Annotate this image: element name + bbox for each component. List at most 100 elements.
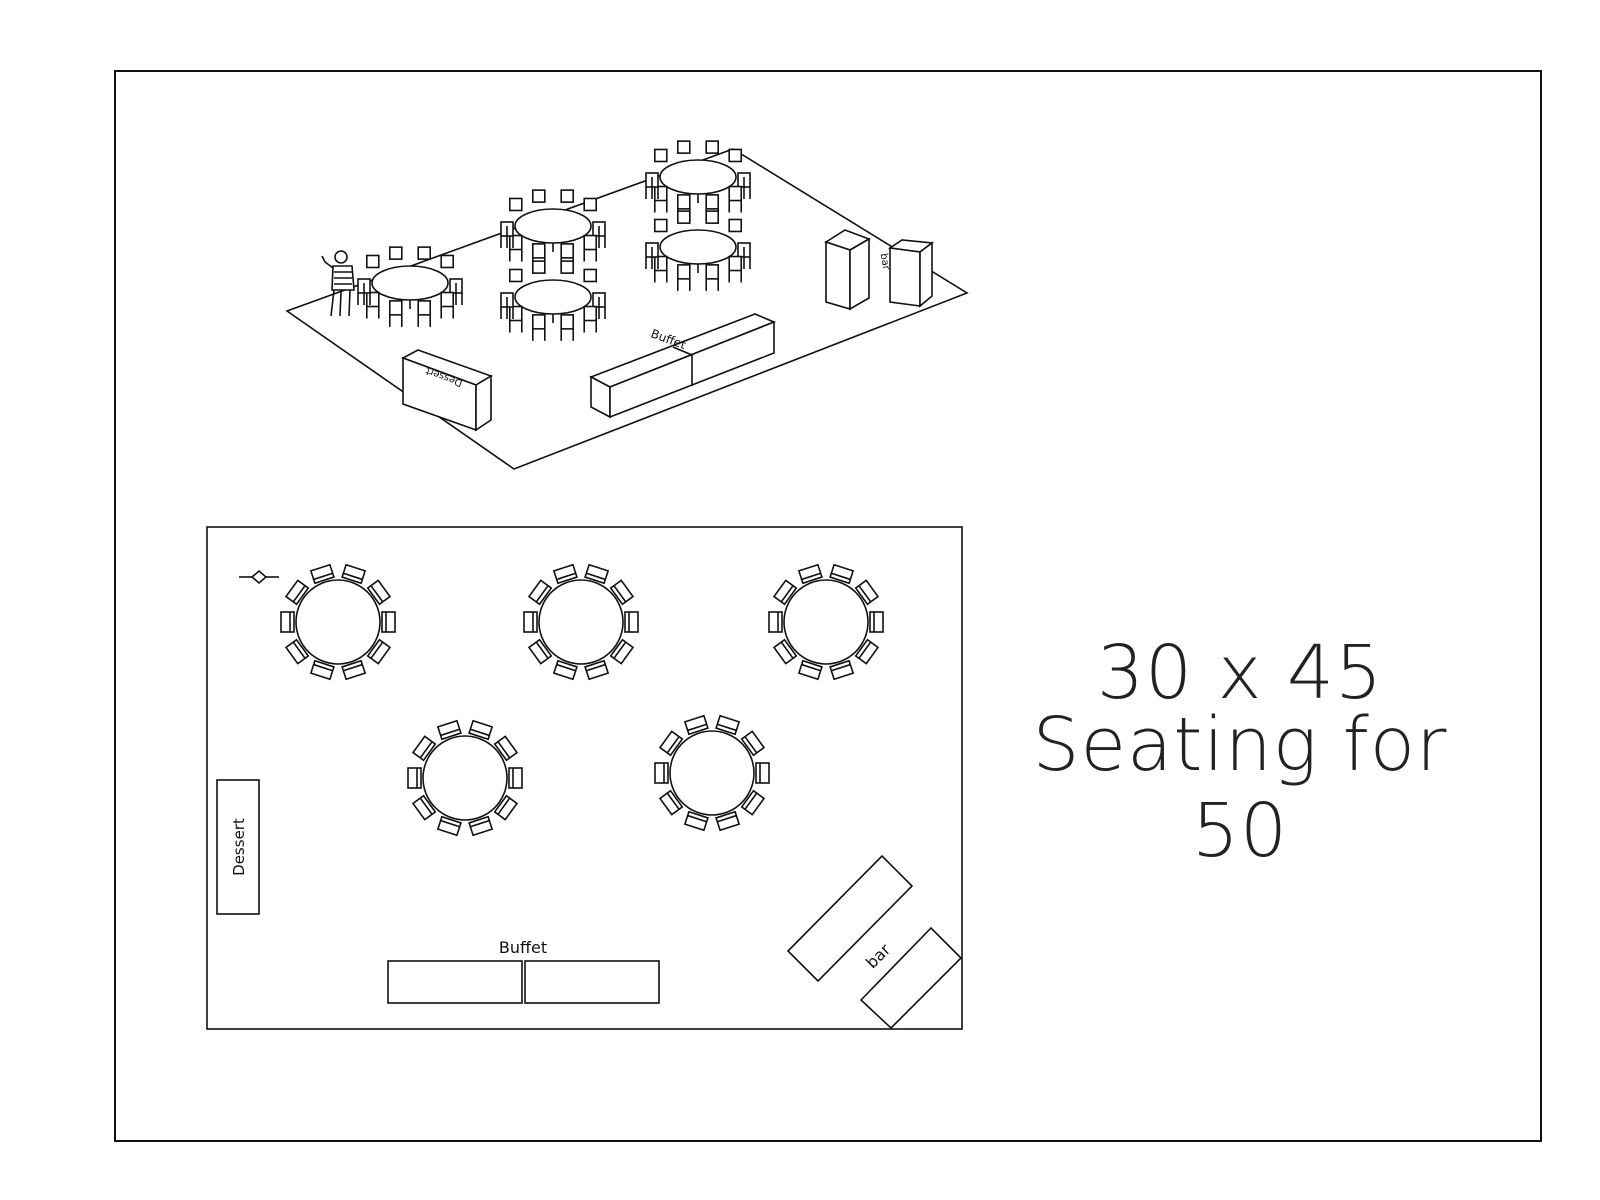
chair bbox=[715, 810, 741, 832]
table-top bbox=[422, 735, 508, 821]
chair bbox=[468, 719, 494, 741]
chair bbox=[411, 794, 437, 821]
chair bbox=[676, 264, 691, 280]
chair bbox=[436, 719, 462, 741]
chair bbox=[728, 148, 743, 163]
table-top bbox=[295, 579, 381, 665]
chair bbox=[341, 563, 367, 585]
chair bbox=[653, 255, 668, 272]
chair bbox=[584, 563, 610, 585]
chair bbox=[508, 234, 523, 251]
chair bbox=[365, 291, 380, 308]
plan-round-table bbox=[768, 563, 884, 681]
chair bbox=[341, 659, 367, 681]
chair bbox=[280, 611, 295, 633]
table-top bbox=[514, 208, 592, 244]
plan-bar-table-1 bbox=[786, 854, 914, 983]
perspective-bar-table-1 bbox=[824, 229, 871, 311]
chair bbox=[676, 140, 691, 154]
chair bbox=[388, 300, 403, 316]
chair bbox=[523, 611, 538, 633]
chair bbox=[829, 563, 855, 585]
perspective-buffet-table bbox=[589, 313, 777, 419]
chair bbox=[560, 189, 575, 203]
chair bbox=[531, 243, 546, 259]
tent-dimensions-title: 30 x 45 bbox=[1096, 630, 1384, 716]
chair bbox=[366, 638, 392, 665]
chair bbox=[768, 611, 783, 633]
chair bbox=[740, 789, 766, 816]
chair bbox=[417, 246, 432, 260]
plan-round-table bbox=[654, 714, 770, 832]
chair bbox=[583, 197, 598, 212]
perspective-round-table bbox=[645, 210, 751, 291]
chair bbox=[728, 255, 743, 272]
chair bbox=[527, 638, 553, 665]
plan-buffet-table-left bbox=[387, 960, 523, 1004]
chair bbox=[683, 810, 709, 832]
chair bbox=[705, 264, 720, 280]
chair bbox=[772, 638, 798, 665]
chair bbox=[705, 210, 720, 224]
chair bbox=[436, 815, 462, 837]
chair bbox=[705, 194, 720, 210]
chair bbox=[683, 714, 709, 736]
chair bbox=[552, 563, 578, 585]
chair bbox=[309, 659, 335, 681]
table-top bbox=[514, 279, 592, 315]
chair bbox=[552, 659, 578, 681]
chair bbox=[653, 185, 668, 202]
chair bbox=[493, 794, 519, 821]
chair bbox=[531, 189, 546, 203]
floor-plan: Dessert Buffet bar bbox=[206, 526, 963, 1030]
seating-capacity-title: Seating for 50 bbox=[1032, 702, 1448, 874]
plan-tables bbox=[280, 563, 884, 837]
chair bbox=[531, 260, 546, 274]
chair bbox=[797, 659, 823, 681]
chair bbox=[609, 579, 635, 606]
chair bbox=[508, 197, 523, 212]
chair bbox=[411, 735, 437, 762]
chair bbox=[493, 735, 519, 762]
table-top bbox=[659, 159, 737, 195]
chair bbox=[653, 218, 668, 233]
plan-round-table bbox=[523, 563, 639, 681]
chair bbox=[740, 730, 766, 757]
perspective-bar-label: bar bbox=[878, 252, 892, 271]
chair bbox=[705, 140, 720, 154]
chair bbox=[728, 218, 743, 233]
perspective-dessert-table bbox=[401, 349, 493, 432]
chair bbox=[854, 638, 880, 665]
chair bbox=[755, 762, 770, 784]
table-top bbox=[371, 265, 449, 301]
plan-bar-table-2 bbox=[859, 926, 963, 1030]
chair bbox=[829, 659, 855, 681]
chair bbox=[407, 767, 422, 789]
chair bbox=[508, 767, 523, 789]
chair bbox=[715, 714, 741, 736]
chair bbox=[772, 579, 798, 606]
chair bbox=[417, 300, 432, 316]
chair bbox=[365, 254, 380, 269]
chair bbox=[676, 194, 691, 210]
chair bbox=[531, 314, 546, 330]
chair bbox=[728, 185, 743, 202]
plan-dessert-table bbox=[216, 779, 260, 915]
chair bbox=[440, 291, 455, 308]
sheet-border bbox=[114, 70, 1542, 1142]
table-top bbox=[783, 579, 869, 665]
chair bbox=[658, 730, 684, 757]
chair bbox=[653, 148, 668, 163]
chair bbox=[309, 563, 335, 585]
chair bbox=[560, 260, 575, 274]
chair bbox=[854, 579, 880, 606]
perspective-view: Dessert Buffet bar bbox=[285, 140, 969, 470]
chair bbox=[654, 762, 669, 784]
table-top bbox=[669, 730, 755, 816]
chair bbox=[468, 815, 494, 837]
plan-buffet-label: Buffet bbox=[499, 938, 547, 957]
chair bbox=[869, 611, 884, 633]
plan-round-table bbox=[407, 719, 523, 837]
chair bbox=[560, 314, 575, 330]
